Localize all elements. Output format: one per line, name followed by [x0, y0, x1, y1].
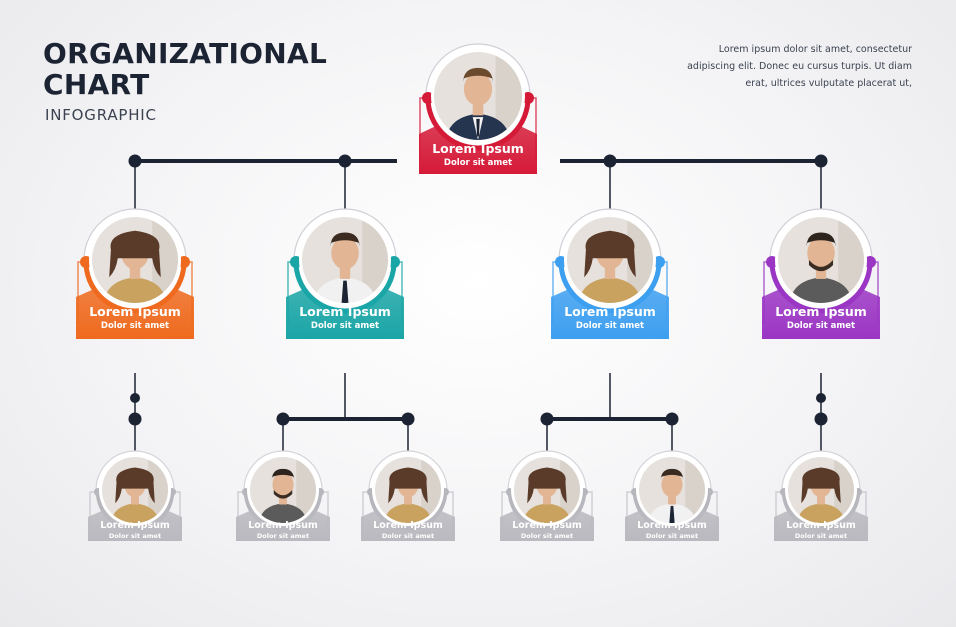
connector-dot — [814, 154, 828, 168]
node-role: Dolor sit amet — [645, 532, 699, 540]
node-name: Lorem Ipsum — [637, 520, 707, 531]
node-role: Dolor sit amet — [443, 158, 513, 168]
node-name: Lorem Ipsum — [775, 304, 867, 319]
man-tie-portrait-icon — [639, 457, 705, 523]
man-beard-portrait-icon — [250, 457, 316, 523]
node-name: Lorem Ipsum — [248, 520, 318, 531]
node-role: Dolor sit amet — [786, 321, 856, 331]
chart-title: ORGANIZATIONAL CHART — [43, 37, 328, 101]
connector-dot — [130, 393, 140, 403]
node-name: Lorem Ipsum — [100, 520, 170, 531]
node-name: Lorem Ipsum — [299, 304, 391, 319]
woman-portrait-icon — [514, 457, 580, 523]
node-name: Lorem Ipsum — [89, 304, 181, 319]
node-role: Dolor sit amet — [520, 532, 574, 540]
node-role: Dolor sit amet — [108, 532, 162, 540]
connector-dot — [814, 412, 828, 426]
node-role: Dolor sit amet — [100, 321, 170, 331]
node-name: Lorem Ipsum — [432, 141, 524, 156]
node-name: Lorem Ipsum — [564, 304, 656, 319]
connector-dot — [816, 393, 826, 403]
node-role: Dolor sit amet — [381, 532, 435, 540]
woman-portrait-icon — [567, 217, 653, 303]
node-role: Dolor sit amet — [310, 321, 380, 331]
chart-subtitle: INFOGRAPHIC — [45, 106, 157, 124]
node-name: Lorem Ipsum — [786, 520, 856, 531]
node-role: Dolor sit amet — [575, 321, 645, 331]
node-role: Dolor sit amet — [794, 532, 848, 540]
node-name: Lorem Ipsum — [512, 520, 582, 531]
woman-portrait-icon — [788, 457, 854, 523]
description-text: Lorem ipsum dolor sit amet, consectetur … — [687, 44, 912, 89]
connector-dot — [603, 154, 617, 168]
woman-portrait-icon — [102, 457, 168, 523]
title-block: ORGANIZATIONAL CHART INFOGRAPHIC — [43, 38, 363, 124]
woman-portrait-icon — [375, 457, 441, 523]
node-role: Dolor sit amet — [256, 532, 310, 540]
node-name: Lorem Ipsum — [373, 520, 443, 531]
connector-dot — [338, 154, 352, 168]
connector-dot — [128, 412, 142, 426]
connector-dot — [128, 154, 142, 168]
